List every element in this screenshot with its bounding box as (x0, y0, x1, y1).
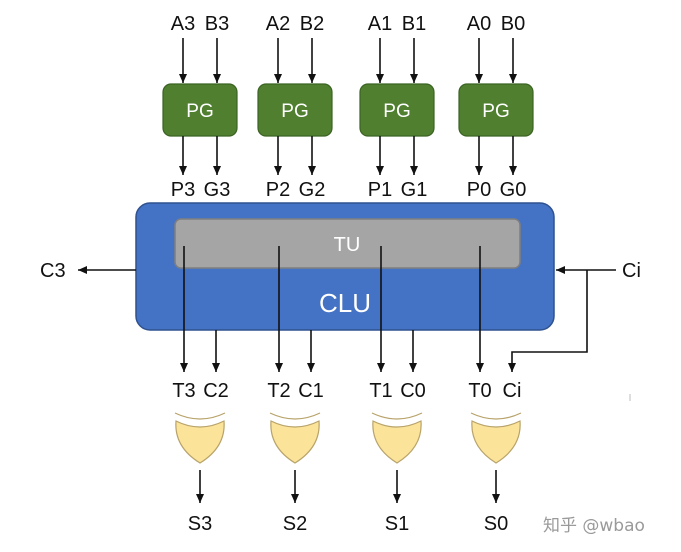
pg-output-g-label: G1 (401, 179, 428, 201)
pg-input-b-label: B0 (501, 13, 525, 35)
pg-output-p-label: P3 (171, 179, 195, 201)
pg-output-g-label: G3 (204, 179, 231, 201)
pg-block (162, 83, 238, 137)
watermark: 知乎 @wbao (543, 516, 645, 536)
pg-output-g-label: G2 (299, 179, 326, 201)
pg-block (458, 83, 534, 137)
pg-output-p-label: P1 (368, 179, 392, 201)
pg-input-a-label: A2 (266, 13, 290, 35)
xor-gate-back-curve (174, 412, 226, 420)
pg-input-b-label: B3 (205, 13, 229, 35)
carry-in-branch-wire (508, 270, 588, 372)
pg-input-b-label: B2 (300, 13, 324, 35)
xor-input-t-label: T0 (468, 380, 491, 402)
pg-output-p-label: P0 (467, 179, 491, 201)
pg-block (359, 83, 435, 137)
sum-output-label: S1 (385, 513, 409, 535)
carry-out-label: C3 (40, 260, 66, 282)
xor-gate (471, 420, 521, 464)
pg-block-label: PG (383, 101, 410, 122)
xor-input-c-label: Ci (503, 380, 522, 402)
pg-input-a-label: A3 (171, 13, 195, 35)
pg-output-p-label: P2 (266, 179, 290, 201)
xor-gate-back-curve (470, 412, 522, 420)
pg-input-a-label: A1 (368, 13, 392, 35)
xor-input-t-label: T1 (369, 380, 392, 402)
xor-gate (372, 420, 422, 464)
xor-input-c-label: C1 (298, 380, 324, 402)
pg-block (257, 83, 333, 137)
xor-input-c-label: C0 (400, 380, 426, 402)
pg-block-label: PG (482, 101, 509, 122)
pg-block-label: PG (186, 101, 213, 122)
xor-input-t-label: T2 (267, 380, 290, 402)
xor-input-t-label: T3 (172, 380, 195, 402)
xor-gate-back-curve (371, 412, 423, 420)
pg-input-b-label: B1 (402, 13, 426, 35)
xor-gate-back-curve (269, 412, 321, 420)
pg-block-label: PG (281, 101, 308, 122)
xor-input-c-label: C2 (203, 380, 229, 402)
pg-input-a-label: A0 (467, 13, 491, 35)
sum-output-label: S2 (283, 513, 307, 535)
tu-block (174, 218, 521, 269)
carry-in-label: Ci (622, 260, 641, 282)
xor-gate (270, 420, 320, 464)
tu-label: TU (334, 234, 361, 256)
clu-label: CLU (319, 288, 371, 318)
sum-output-label: S0 (484, 513, 508, 535)
pg-output-g-label: G0 (500, 179, 527, 201)
xor-gate (175, 420, 225, 464)
sum-output-label: S3 (188, 513, 212, 535)
